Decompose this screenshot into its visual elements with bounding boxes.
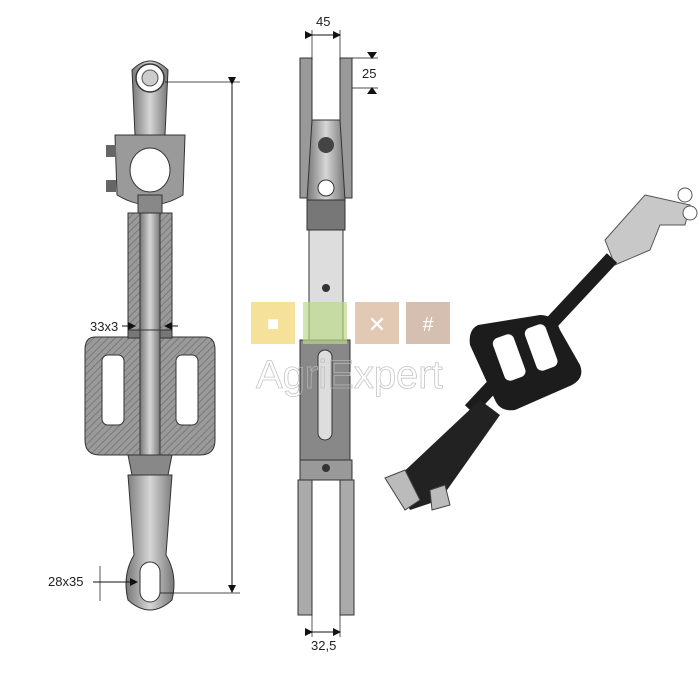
side-view: 45 25 32,5 [297, 14, 378, 653]
bottom-fork-width-label: 32,5 [311, 638, 336, 653]
product-photo [384, 187, 698, 511]
fence-icon [406, 302, 450, 344]
wheelbarrow-icon [303, 302, 347, 344]
bottom-eye-slot [139, 561, 161, 603]
section-view: 33x3 28x35 [48, 60, 240, 611]
thread-dimension-label: 33x3 [90, 319, 118, 334]
fork-width-label: 45 [316, 14, 330, 29]
watermark-logo: ■ ✕ # AgriExpert [251, 302, 450, 397]
svg-text:■: ■ [267, 313, 279, 335]
svg-text:#: # [422, 314, 434, 336]
eye-slot-dimension-label: 28x35 [48, 574, 83, 589]
watermark-text: AgriExpert [256, 353, 443, 397]
fork-depth-label: 25 [362, 66, 376, 81]
tractor-icon [251, 302, 295, 344]
tools-icon [355, 302, 399, 344]
svg-text:✕: ✕ [368, 312, 386, 337]
